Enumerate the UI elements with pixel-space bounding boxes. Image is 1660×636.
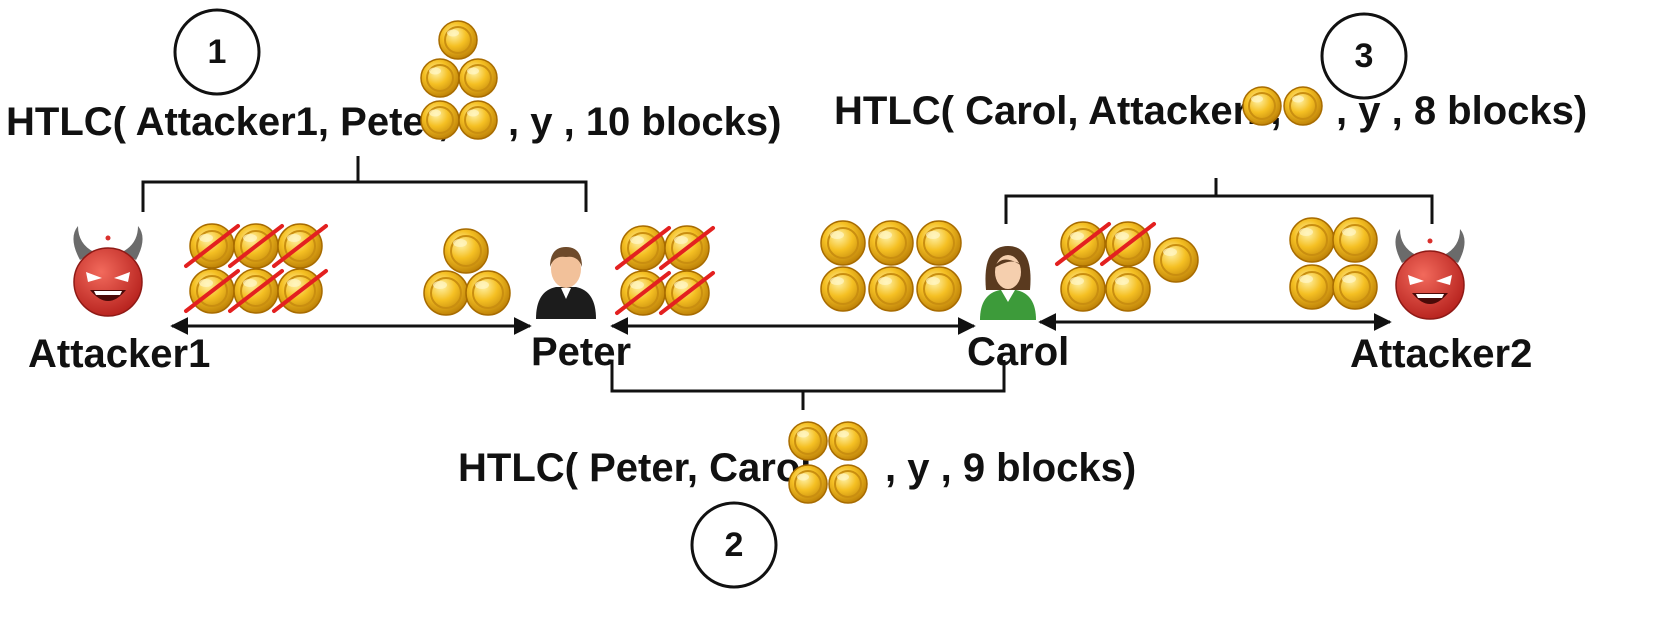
peter-label: Peter: [531, 330, 631, 374]
attacker1-node: Attacker1: [28, 226, 210, 376]
coin-icon: [465, 270, 511, 316]
coin-icon: [458, 100, 498, 140]
channel-1-left-balance: [184, 223, 328, 314]
step-marker-2: 2: [690, 501, 778, 589]
htlc-1-label: HTLC( Attacker1, Peter, , y , 10 blocks): [6, 20, 781, 144]
coin-icon: [1105, 266, 1151, 312]
coin-icon: [438, 20, 478, 60]
coin-icon: [828, 421, 868, 461]
htlc-2-label: HTLC( Peter, Carol, , y , 9 blocks): [458, 421, 1136, 504]
step-marker-1: 1: [173, 8, 261, 96]
coin-icon: [1289, 217, 1335, 263]
channel-3-left-balance: [1055, 221, 1199, 312]
htlc-3-label: HTLC( Carol, Attacker2, , y , 8 blocks): [834, 86, 1587, 133]
coin-icon: [1289, 264, 1335, 310]
htlc-1-bracket: [141, 156, 588, 212]
coin-icon: [916, 220, 962, 266]
coin-icon: [820, 220, 866, 266]
user-icon: [536, 247, 596, 319]
step-number-1: 1: [208, 33, 227, 71]
coin-icon: [868, 266, 914, 312]
attacker1-label: Attacker1: [28, 332, 210, 376]
htlc-3-bracket: [1004, 178, 1434, 224]
step-number-2: 2: [725, 526, 744, 564]
attacker2-label: Attacker2: [1350, 332, 1532, 376]
coin-icon: [788, 464, 828, 504]
channel-2-left-balance: [615, 225, 715, 316]
htlc-2-suffix: , y , 9 blocks): [885, 446, 1136, 490]
coin-icon: [868, 220, 914, 266]
htlc-1-prefix: HTLC( Attacker1, Peter,: [6, 100, 449, 144]
coin-icon: [1283, 86, 1323, 126]
devil-icon: [73, 226, 143, 317]
htlc-1-suffix: , y , 10 blocks): [508, 100, 781, 144]
coin-icon: [423, 270, 469, 316]
carol-label: Carol: [967, 330, 1069, 374]
htlc-3-suffix: , y , 8 blocks): [1336, 89, 1587, 133]
coin-icon: [420, 100, 460, 140]
coin-icon: [916, 266, 962, 312]
channel-2-right-balance: [820, 220, 962, 312]
user-female-icon: [980, 246, 1036, 320]
attacker2-node: Attacker2: [1350, 229, 1532, 376]
coin-icon: [828, 464, 868, 504]
channel-3-right-balance: [1289, 217, 1378, 310]
coin-icon: [420, 58, 460, 98]
coin-icon: [1242, 86, 1282, 126]
channel-1-right-balance: [423, 228, 511, 316]
htlc-1-coins: [420, 20, 498, 140]
coin-icon: [820, 266, 866, 312]
coin-icon: [443, 228, 489, 274]
coin-icon: [788, 421, 828, 461]
step-number-3: 3: [1355, 37, 1374, 75]
step-marker-3: 3: [1320, 12, 1408, 100]
coin-icon: [1060, 266, 1106, 312]
carol-node: Carol: [967, 246, 1069, 374]
coin-icon: [1332, 264, 1378, 310]
htlc-3-prefix: HTLC( Carol, Attacker2,: [834, 89, 1282, 133]
devil-icon: [1395, 229, 1465, 320]
coin-icon: [1332, 217, 1378, 263]
peter-node: Peter: [531, 247, 631, 374]
htlc-2-prefix: HTLC( Peter, Carol,: [458, 446, 823, 490]
coin-icon: [1153, 237, 1199, 283]
htlc-3-coins: [1242, 86, 1323, 126]
coin-icon: [458, 58, 498, 98]
htlc-2-bracket: [610, 360, 1006, 410]
